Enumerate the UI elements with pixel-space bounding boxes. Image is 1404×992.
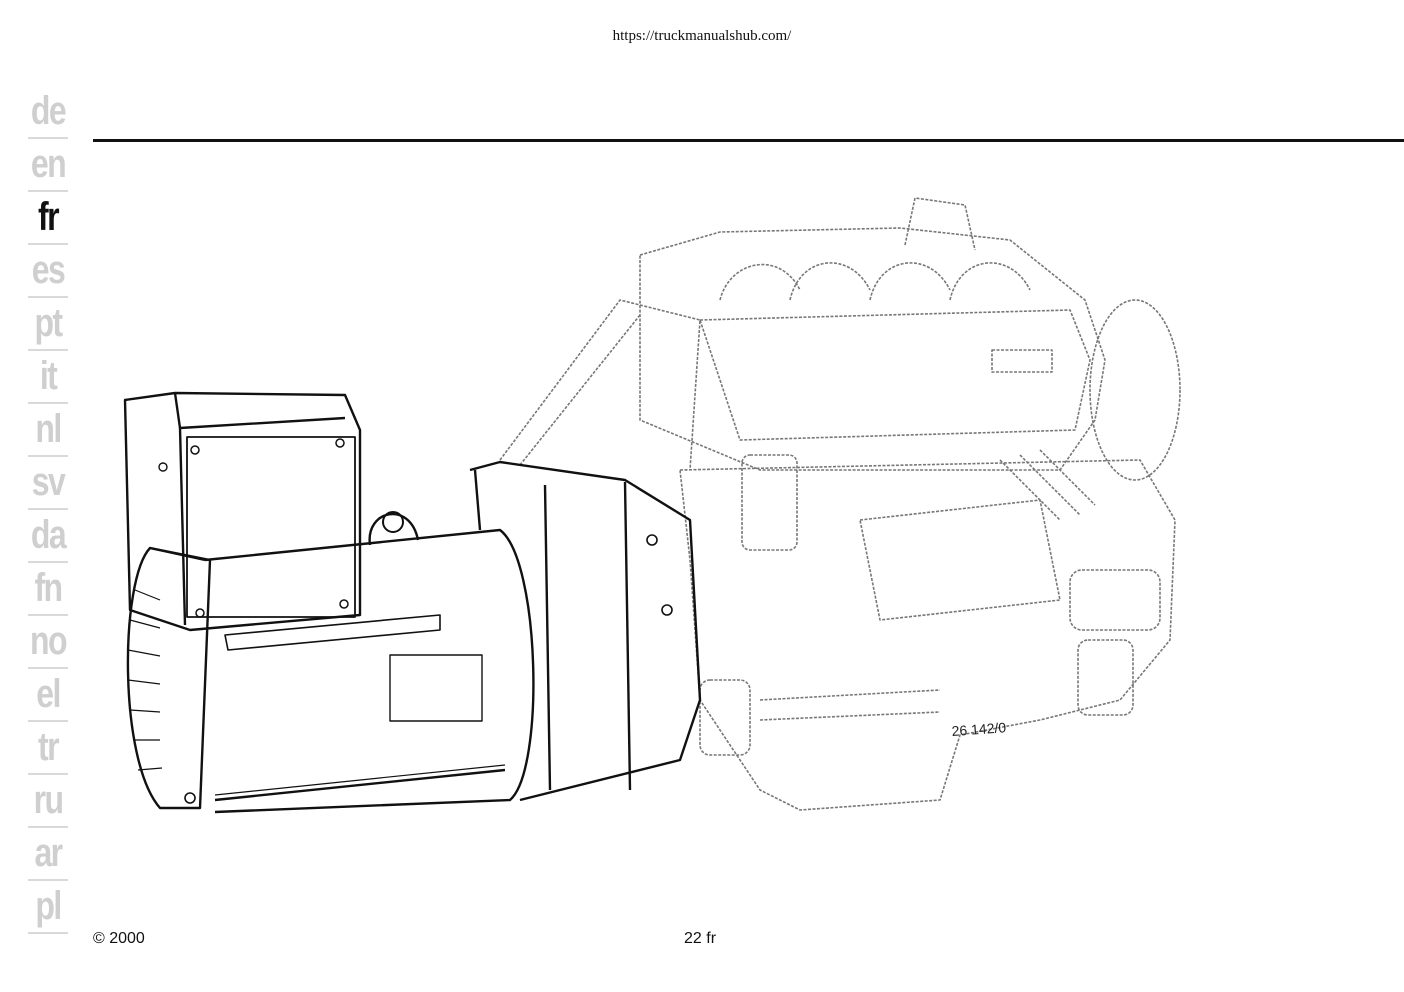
lang-tab-fn[interactable]: fn [28, 563, 68, 616]
header-rule [93, 139, 1404, 142]
page-url: https://truckmanualshub.com/ [612, 28, 792, 44]
lang-tab-es[interactable]: es [28, 245, 68, 298]
lang-tab-it[interactable]: it [28, 351, 68, 404]
lang-tab-da[interactable]: da [28, 510, 68, 563]
generator-drawing [123, 391, 702, 814]
lang-tab-nl[interactable]: nl [28, 404, 68, 457]
lang-tab-pt[interactable]: pt [28, 298, 68, 351]
lang-tab-no[interactable]: no [28, 616, 68, 669]
lang-tab-de[interactable]: de [28, 86, 68, 139]
copyright-text: © 2000 [93, 930, 145, 947]
lang-tab-pl[interactable]: pl [28, 881, 68, 934]
engine-drawing [499, 197, 1181, 811]
lang-tab-ar[interactable]: ar [28, 828, 68, 881]
lang-tab-sv[interactable]: sv [28, 457, 68, 510]
lang-tab-fr[interactable]: fr [28, 192, 68, 245]
lang-tab-ru[interactable]: ru [28, 775, 68, 828]
figure-reference-label: 26 142/0 [951, 719, 1007, 739]
lang-tab-tr[interactable]: tr [28, 722, 68, 775]
lang-tab-en[interactable]: en [28, 139, 68, 192]
language-index: de en fr es pt it nl sv da fn no el tr r… [23, 86, 73, 934]
lang-tab-el[interactable]: el [28, 669, 68, 722]
page-number: 22 fr [684, 930, 717, 947]
generator-engine-illustration: 26 142/0 [123, 197, 1181, 814]
